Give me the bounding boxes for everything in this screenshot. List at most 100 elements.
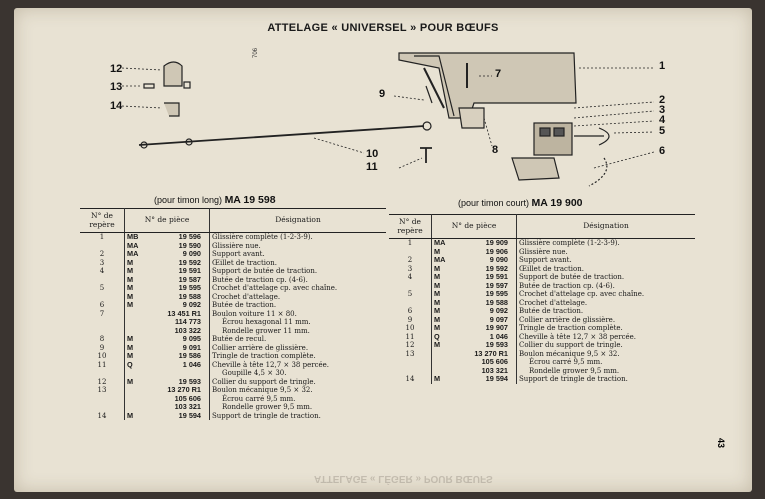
cell-rep <box>80 241 125 250</box>
cell-rep: 12 <box>389 341 432 350</box>
piece-number: 19 595 <box>178 283 201 292</box>
piece-number: 19 909 <box>485 238 508 247</box>
piece-number: 13 451 R1 <box>167 308 201 318</box>
piece-number: 9 092 <box>489 306 508 315</box>
callout-4: 4 <box>659 114 666 126</box>
cell-rep <box>389 298 432 307</box>
cell-designation: Collier arrière de glissière. <box>519 315 616 324</box>
piece-number: 13 270 R1 <box>167 385 201 394</box>
cell-designation: Crochet d'attelage. <box>212 292 281 301</box>
bleed-through-text: ATTELAGE « LÉGER » POUR BŒUFS <box>314 473 493 484</box>
callout-11: 11 <box>366 161 378 173</box>
piece-prefix: M <box>127 266 134 275</box>
cell-designation: Rondelle grower 9,5 mm. <box>222 403 313 411</box>
cell-rep: 13 <box>80 386 125 395</box>
cell-piece: M 19 592 <box>124 257 210 267</box>
callout-9: 9 <box>379 88 386 100</box>
cell-designation: Goupille 4,5 × 30. <box>222 369 287 377</box>
piece-prefix: M <box>127 283 134 292</box>
cell-designation: Crochet d'attelage cp. avec chaîne. <box>212 284 338 292</box>
cell-piece: M 19 591 <box>124 266 210 276</box>
piece-prefix: M <box>127 376 134 386</box>
cell-rep: 11 <box>80 360 125 369</box>
cell-designation: Cheville à tête 12,7 × 38 percée. <box>212 360 330 369</box>
piece-number: 19 595 <box>485 289 508 298</box>
col-header-designation: Désignation <box>209 208 386 233</box>
cell-piece: M 19 595 <box>124 283 210 293</box>
cell-designation: Collier du support de tringle. <box>519 341 623 349</box>
callout-3: 3 <box>659 104 666 116</box>
piece-prefix: M <box>434 246 441 256</box>
cell-rep: 3 <box>389 264 432 273</box>
cell-designation: Support de butée de traction. <box>519 273 625 281</box>
caption-long-ref: MA 19 598 <box>224 194 276 206</box>
cell-piece: 103 321 <box>124 402 210 412</box>
col-header-rep: N° de repère <box>80 208 125 233</box>
cell-rep <box>80 275 125 284</box>
caption-short-pole: (pour timon court) MA 19 900 <box>458 197 583 209</box>
callout-10: 10 <box>366 148 379 160</box>
cell-rep: 1 <box>389 238 432 248</box>
cell-piece: 13 451 R1 <box>124 308 210 318</box>
piece-prefix: M <box>434 314 441 324</box>
piece-number: 114 773 <box>175 317 201 326</box>
cell-designation: Glissière complète (1-2-3-9). <box>212 233 313 241</box>
caption-long-pole: (pour timon long) MA 19 598 <box>154 194 276 206</box>
cell-designation: Support avant. <box>212 250 265 258</box>
callout-12: 12 <box>110 63 123 75</box>
cell-designation: Butée de traction. <box>212 301 277 309</box>
cell-piece: 114 773 <box>124 317 210 327</box>
piece-number: 19 594 <box>178 410 201 420</box>
cell-rep: 1 <box>80 232 125 242</box>
cell-designation: Boulon voiture 11 × 80. <box>212 309 297 318</box>
cell-rep: 9 <box>80 343 125 352</box>
piece-prefix: M <box>434 323 441 332</box>
piece-prefix: MA <box>127 249 139 258</box>
cell-designation: Écrou carré 9,5 mm. <box>529 358 603 366</box>
piece-prefix: M <box>127 257 134 267</box>
piece-number: 19 592 <box>178 257 201 267</box>
cell-rep: 10 <box>80 352 125 361</box>
cell-rep <box>80 403 125 412</box>
cell-rep: 5 <box>389 290 432 299</box>
cell-rep: 6 <box>80 301 125 310</box>
piece-number: 9 090 <box>489 255 508 264</box>
piece-number: 9 092 <box>182 300 201 309</box>
callout-1: 1 <box>659 60 666 72</box>
cell-designation: Crochet d'attelage. <box>519 298 588 307</box>
callout-7: 7 <box>495 68 502 80</box>
piece-number: 19 591 <box>178 266 201 275</box>
callout-2: 2 <box>659 94 666 106</box>
table-row: Goupille 4,5 × 30. <box>80 369 386 378</box>
cell-designation: Support avant. <box>519 256 572 264</box>
cell-rep: 2 <box>389 256 432 265</box>
cell-designation: Butée de traction. <box>519 307 584 315</box>
piece-number: 19 588 <box>178 291 201 301</box>
piece-prefix: M <box>434 263 441 273</box>
